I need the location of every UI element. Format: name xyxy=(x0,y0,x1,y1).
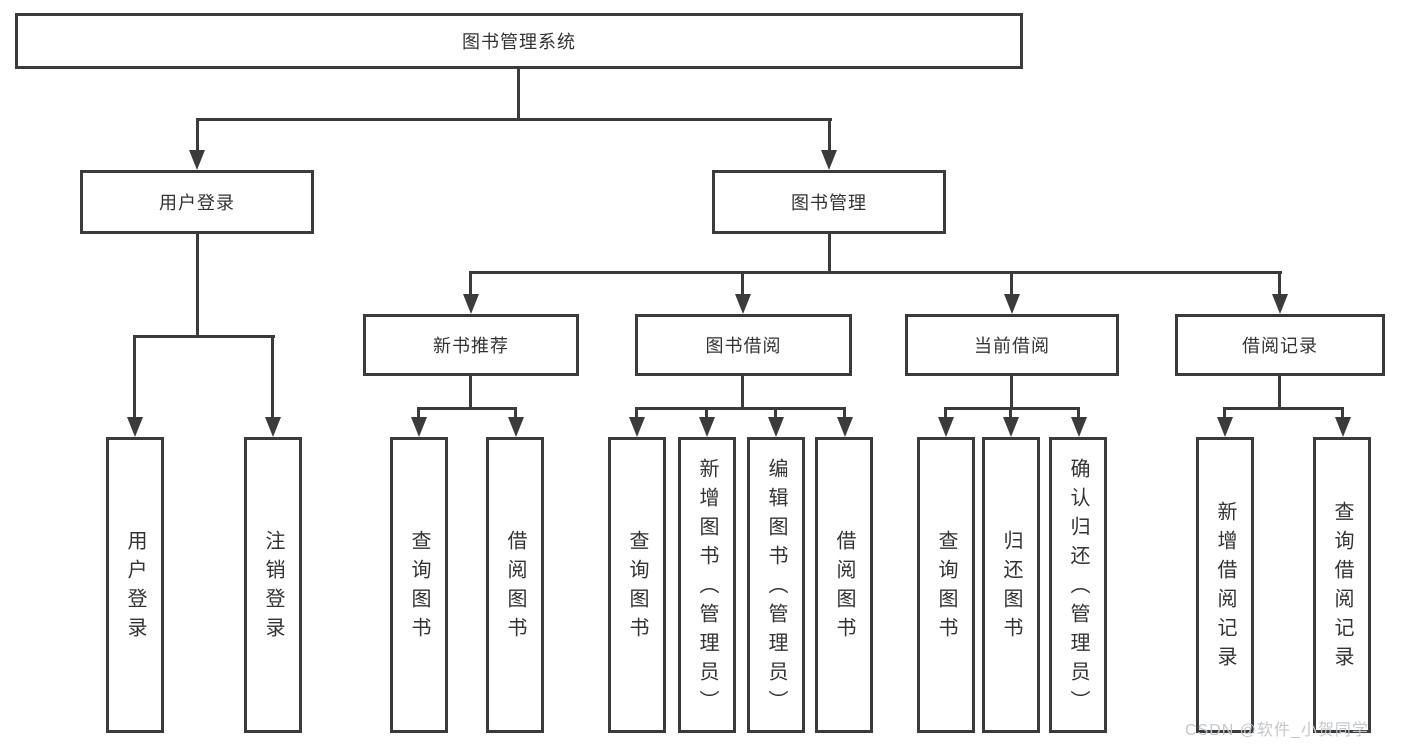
connector-group-stem xyxy=(1010,376,1013,410)
leaf-add-books-admin: 新增图书（管理员） xyxy=(678,437,736,733)
connector-to-leaf xyxy=(271,335,274,419)
connector-group-rail xyxy=(635,407,846,410)
arrow-down-icon xyxy=(735,294,751,314)
arrow-down-icon xyxy=(127,417,143,437)
node-label: 新增借阅记录 xyxy=(1214,501,1236,675)
leaf-query-books-recommend: 查询图书 xyxy=(390,437,448,733)
node-label: 查询图书 xyxy=(408,530,430,646)
connector-group-stem xyxy=(1278,376,1281,410)
arrow-down-icon xyxy=(189,150,205,170)
node-book-management: 图书管理 xyxy=(712,170,946,234)
arrow-down-icon xyxy=(629,417,645,437)
connector-group-rail xyxy=(417,407,517,410)
csdn-watermark: CSDN @软件_小贺同学 xyxy=(1185,722,1369,739)
leaf-borrow-books-recommend: 借阅图书 xyxy=(486,437,544,733)
node-library-management-system: 图书管理系统 xyxy=(15,13,1023,69)
connector-to-group xyxy=(1278,271,1281,296)
connector-to-group xyxy=(469,271,472,296)
node-label: 确认归还（管理员） xyxy=(1067,457,1089,719)
arrow-down-icon xyxy=(768,417,784,437)
arrow-down-icon xyxy=(837,417,853,437)
arrow-down-icon xyxy=(508,417,524,437)
connector-group-rail xyxy=(944,407,1080,410)
arrow-down-icon xyxy=(1003,417,1019,437)
connector-to-group xyxy=(741,271,744,296)
node-label: 注销登录 xyxy=(262,530,284,646)
connector-to-leaf xyxy=(774,407,777,419)
arrow-down-icon xyxy=(938,417,954,437)
arrow-down-icon xyxy=(1272,294,1288,314)
node-user-login: 用户登录 xyxy=(80,170,314,234)
connector-user-login-rail xyxy=(133,335,275,338)
node-label: 归还图书 xyxy=(1000,530,1022,646)
arrow-down-icon xyxy=(265,417,281,437)
leaf-query-books-current: 查询图书 xyxy=(917,437,975,733)
node-label: 新书推荐 xyxy=(433,336,509,356)
connector-root-rail xyxy=(196,118,832,121)
connector-to-group xyxy=(1010,271,1013,296)
node-label: 用户登录 xyxy=(124,530,146,646)
connector-to-leaf xyxy=(1009,407,1012,419)
connector-user-login-stem xyxy=(196,234,199,338)
node-label: 借阅图书 xyxy=(833,530,855,646)
leaf-borrow-books: 借阅图书 xyxy=(815,437,873,733)
connector-group-stem xyxy=(741,376,744,410)
arrow-down-icon xyxy=(1004,294,1020,314)
connector-to-leaf xyxy=(133,335,136,419)
node-current-borrow: 当前借阅 xyxy=(905,314,1119,376)
connector-root-stem xyxy=(517,69,520,121)
arrow-down-icon xyxy=(1335,417,1351,437)
connector-to-leaf xyxy=(417,407,420,419)
connector-book-mgmt-stem xyxy=(828,234,831,273)
connector-to-leaf xyxy=(514,407,517,419)
connector-to-leaf xyxy=(1077,407,1080,419)
node-label: 借阅图书 xyxy=(504,530,526,646)
node-book-borrow: 图书借阅 xyxy=(635,314,852,376)
arrow-down-icon xyxy=(1071,417,1087,437)
arrow-down-icon xyxy=(411,417,427,437)
node-label: 查询图书 xyxy=(626,530,648,646)
arrow-down-icon xyxy=(1217,417,1233,437)
node-label: 查询图书 xyxy=(935,530,957,646)
leaf-confirm-return-admin: 确认归还（管理员） xyxy=(1049,437,1107,733)
node-label: 图书管理 xyxy=(791,193,867,213)
leaf-return-books: 归还图书 xyxy=(982,437,1040,733)
node-label: 当前借阅 xyxy=(974,336,1050,356)
connector-to-book-mgmt xyxy=(828,118,831,152)
connector-to-leaf xyxy=(1341,407,1344,419)
connector-to-leaf xyxy=(1223,407,1226,419)
node-label: 图书借阅 xyxy=(705,336,782,356)
leaf-logout: 注销登录 xyxy=(244,437,302,733)
connector-group-stem xyxy=(469,376,472,410)
node-borrow-records: 借阅记录 xyxy=(1175,314,1385,376)
connector-to-leaf xyxy=(843,407,846,419)
node-label: 新增图书（管理员） xyxy=(696,457,718,719)
arrow-down-icon xyxy=(699,417,715,437)
leaf-user-login: 用户登录 xyxy=(106,437,164,733)
arrow-down-icon xyxy=(821,150,837,170)
node-label: 图书管理系统 xyxy=(462,32,576,52)
leaf-query-books-borrow: 查询图书 xyxy=(608,437,666,733)
connector-to-leaf xyxy=(705,407,708,419)
leaf-add-borrow-record: 新增借阅记录 xyxy=(1196,437,1254,733)
connector-to-user-login xyxy=(196,118,199,152)
arrow-down-icon xyxy=(463,294,479,314)
connector-to-leaf xyxy=(944,407,947,419)
node-label: 用户登录 xyxy=(159,193,235,213)
connector-book-mgmt-rail xyxy=(469,271,1282,274)
connector-group-rail xyxy=(1223,407,1344,410)
leaf-edit-books-admin: 编辑图书（管理员） xyxy=(747,437,805,733)
connector-to-leaf xyxy=(635,407,638,419)
node-label: 借阅记录 xyxy=(1242,336,1318,356)
node-label: 编辑图书（管理员） xyxy=(765,457,787,719)
node-new-book-recommend: 新书推荐 xyxy=(363,314,579,376)
leaf-query-borrow-record: 查询借阅记录 xyxy=(1313,437,1371,733)
node-label: 查询借阅记录 xyxy=(1331,501,1353,675)
